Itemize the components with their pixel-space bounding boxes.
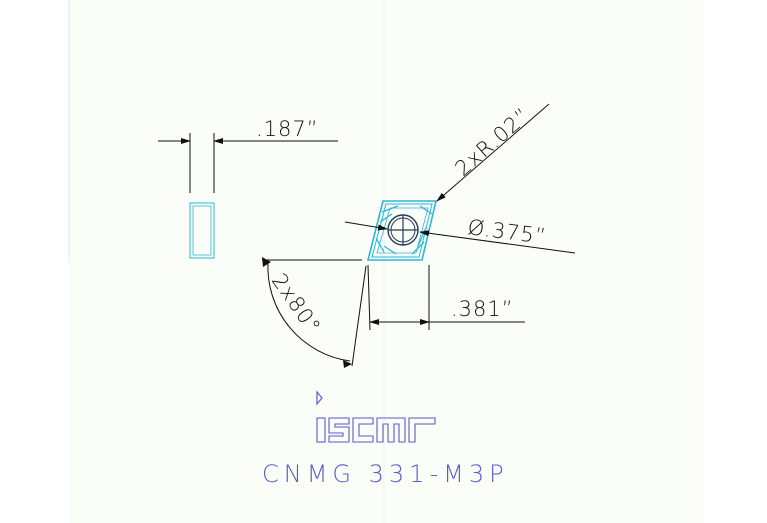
thickness-dimension: .187” [256,117,319,141]
hole-diameter-leader [344,221,576,254]
angle-dimension-lines [262,257,367,368]
part-number: CNMG 331-M3P [262,460,509,488]
width-dimension-lines [367,264,525,331]
insert-top-view [366,200,438,261]
iscar-logo: iscar [316,390,436,443]
width-dimension: .381” [451,297,514,321]
corner-radius-leader [436,103,550,202]
side-view [158,133,338,259]
